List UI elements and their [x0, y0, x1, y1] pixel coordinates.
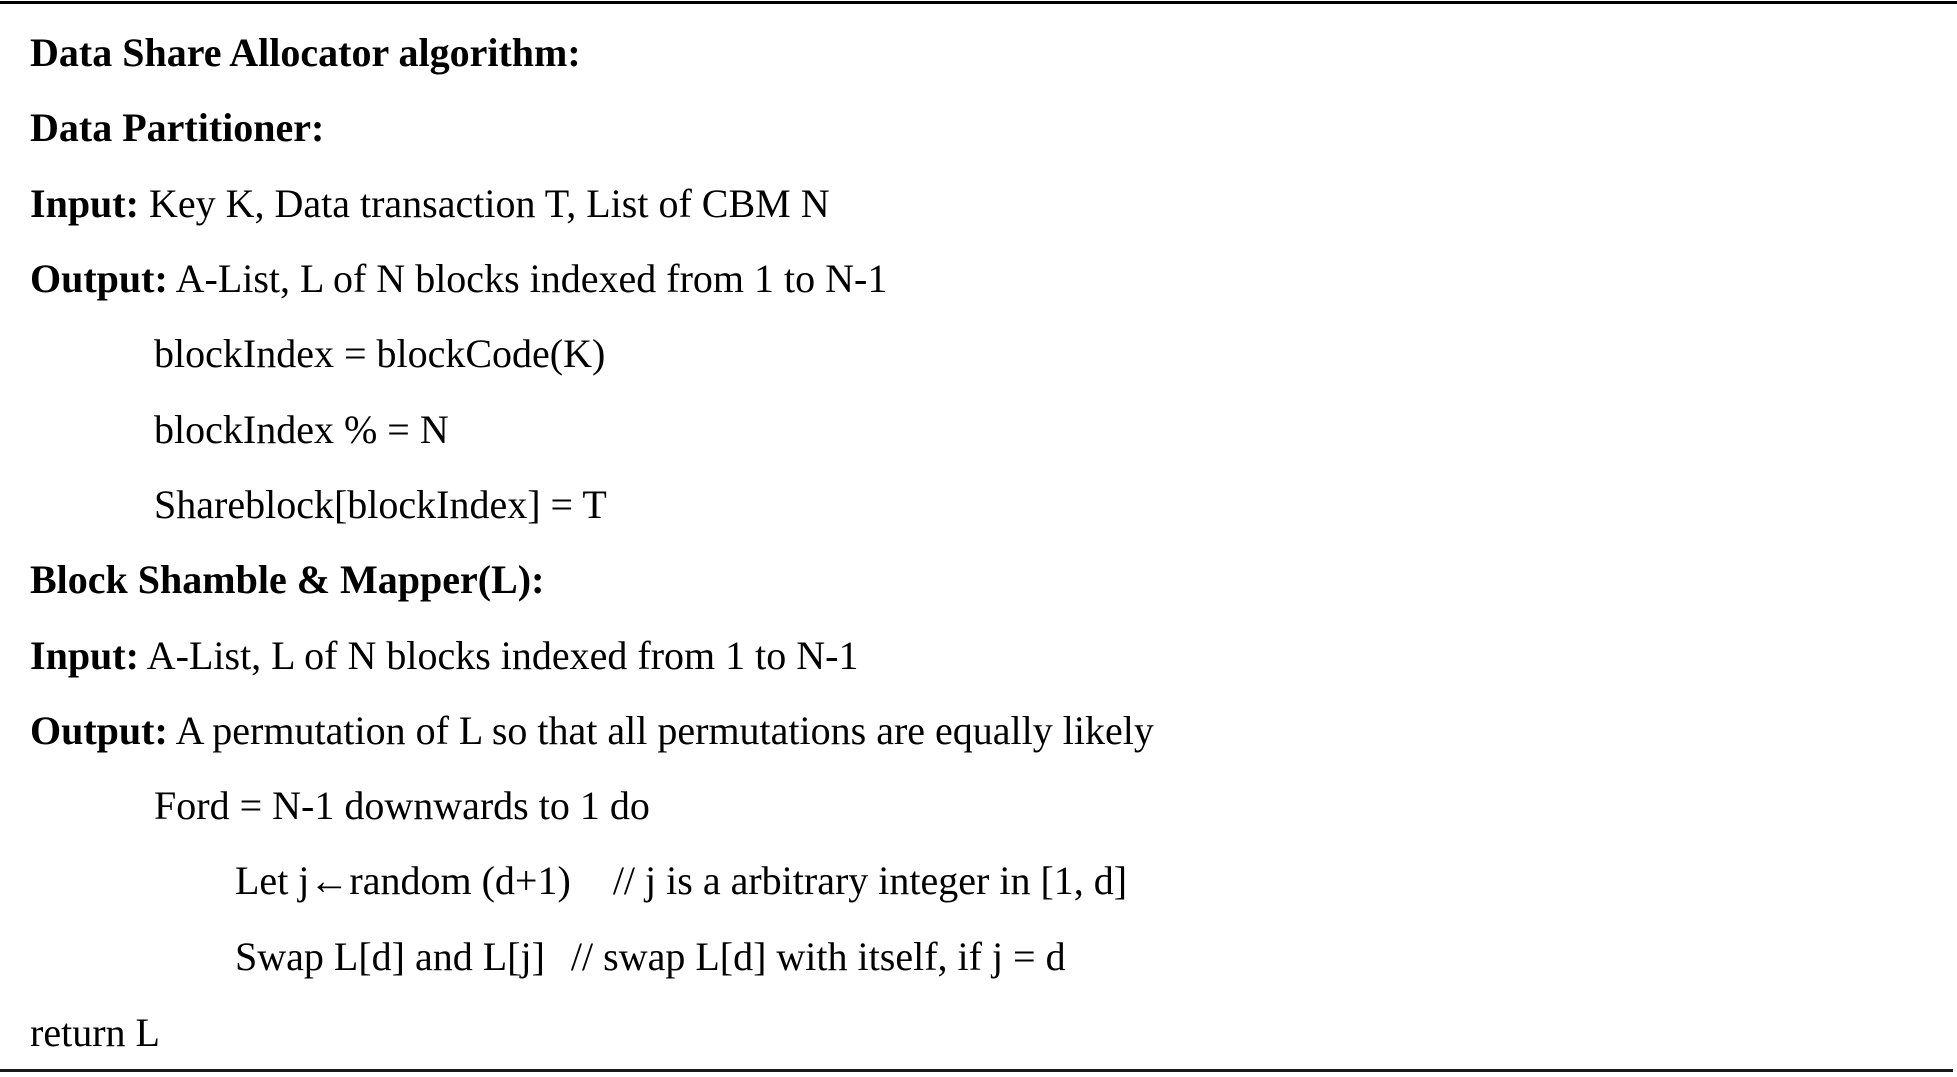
output-label: Output: — [30, 256, 168, 301]
output-text: A-List, L of N blocks indexed from 1 to … — [167, 256, 888, 301]
partitioner-output: Output: A-List, L of N blocks indexed fr… — [30, 241, 887, 316]
loop-body-line: Swap L[d] and L[j] // swap L[d] with itse… — [235, 919, 1066, 994]
section-heading-shamble: Block Shamble & Mapper(L): — [30, 557, 545, 602]
input-label: Input: — [30, 633, 139, 678]
comment: // swap L[d] with itself, if j = d — [570, 934, 1066, 979]
code: Let j←random (d+1) — [235, 858, 571, 903]
shamble-input: Input: A-List, L of N blocks indexed fro… — [30, 618, 858, 693]
loop-header: Ford = N-1 downwards to 1 do — [154, 783, 650, 828]
code-line: blockIndex = blockCode(K) — [154, 331, 606, 376]
partitioner-input: Input: Key K, Data transaction T, List o… — [30, 166, 830, 241]
input-text: Key K, Data transaction T, List of CBM N — [138, 181, 830, 226]
return-line: return L — [30, 1010, 160, 1055]
code-line: Shareblock[blockIndex] = T — [154, 482, 607, 527]
code: Swap L[d] and L[j] — [235, 934, 545, 979]
code-line: blockIndex % = N — [154, 407, 449, 452]
output-text: A permutation of L so that all permutati… — [167, 708, 1154, 753]
loop-body-line: Let j←random (d+1) // j is a arbitrary in… — [235, 843, 1127, 918]
section-heading-partitioner: Data Partitioner: — [30, 105, 325, 150]
bottom-rule — [0, 1069, 1953, 1072]
input-text: A-List, L of N blocks indexed from 1 to … — [138, 633, 859, 678]
shamble-output: Output: A permutation of L so that all p… — [30, 693, 1154, 768]
output-label: Output: — [30, 708, 168, 753]
algorithm-title: Data Share Allocator algorithm: — [30, 30, 581, 75]
top-rule — [0, 1, 1957, 4]
comment: // j is a arbitrary integer in [1, d] — [612, 858, 1128, 903]
input-label: Input: — [30, 181, 139, 226]
